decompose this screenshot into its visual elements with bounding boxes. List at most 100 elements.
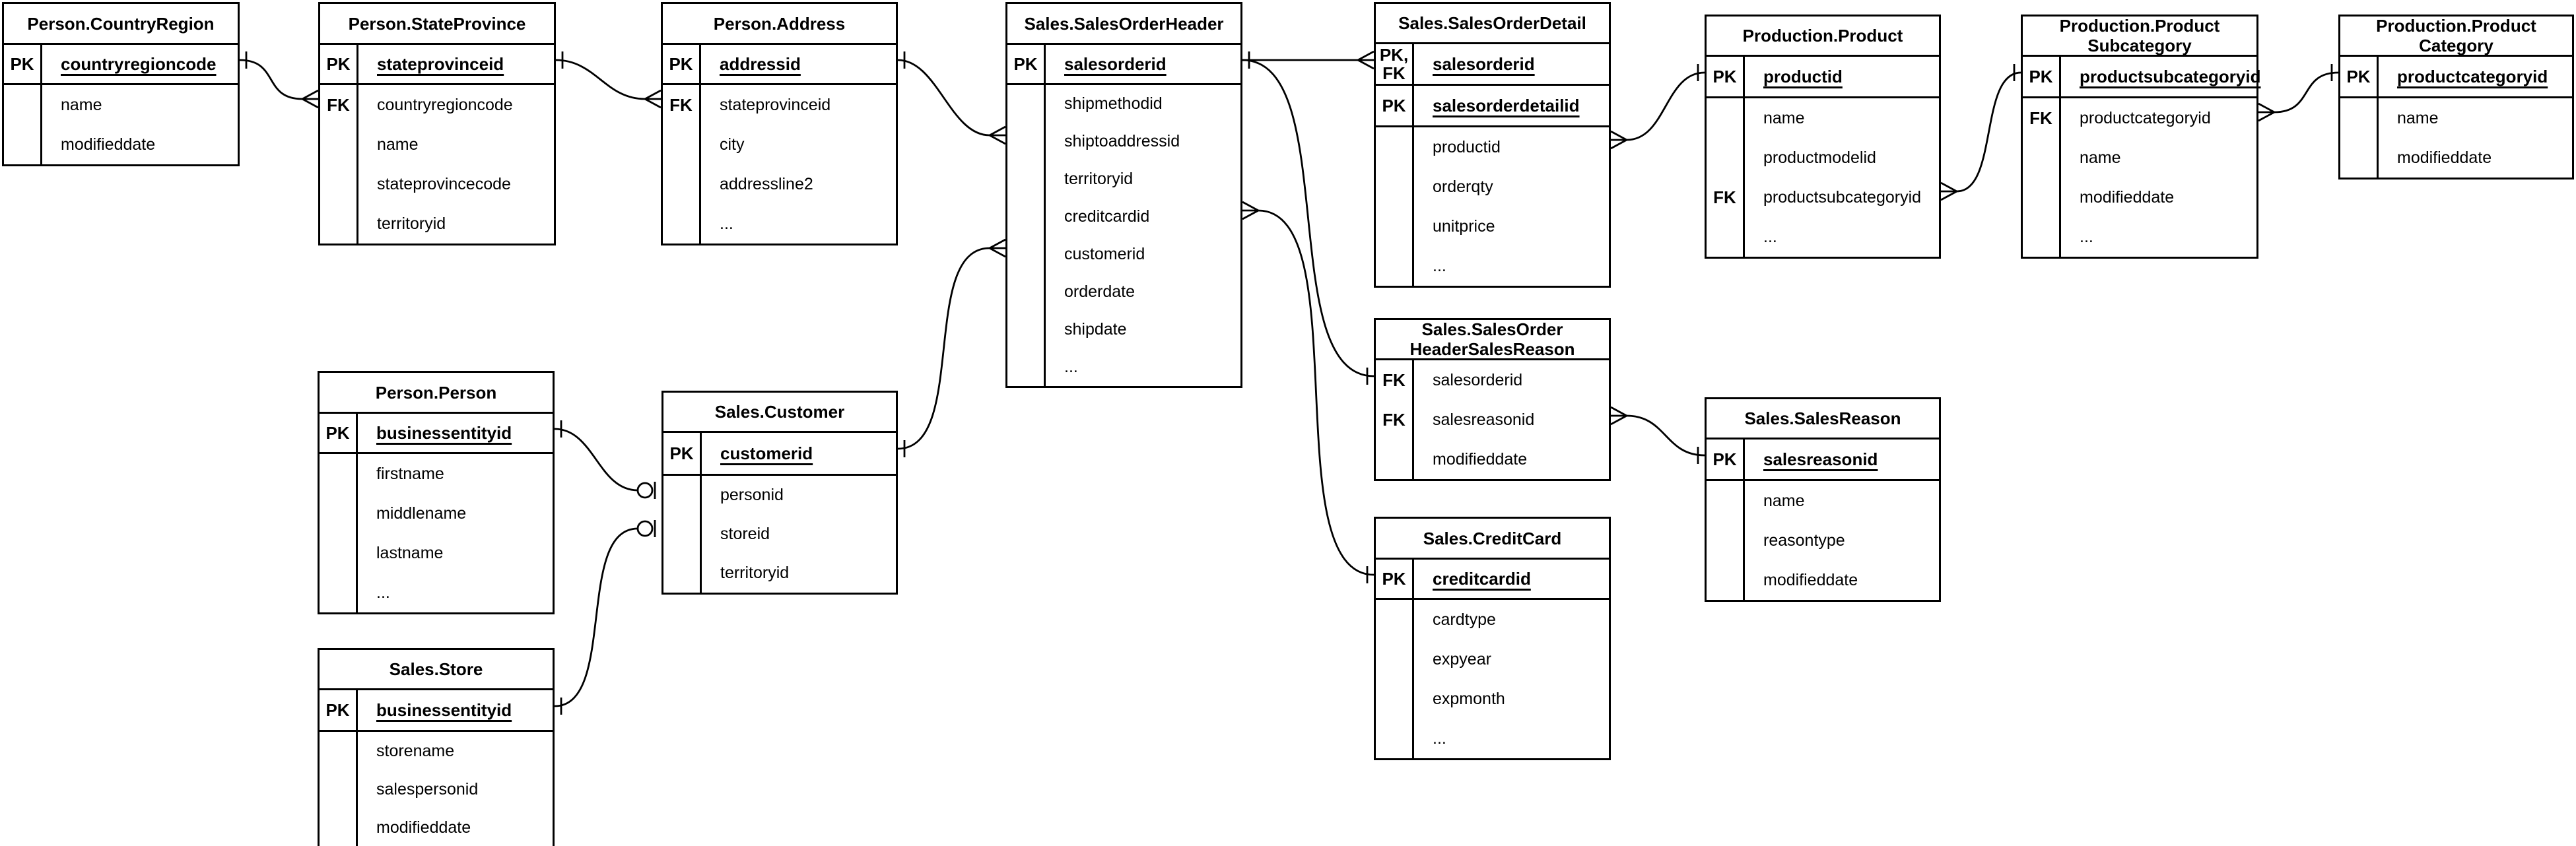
field-name-businessentityid: businessentityid [376, 700, 512, 720]
field-row: modifieddate [4, 125, 238, 164]
table-title: Sales.Customer [714, 402, 845, 422]
field-row: cardtype [1376, 600, 1609, 639]
field-name-shiptoaddressid: shiptoaddressid [1064, 132, 1180, 150]
field-name-salesorderid: salesorderid [1433, 370, 1523, 389]
key-badge [2023, 178, 2061, 217]
field-name-territoryid: territoryid [1064, 170, 1134, 188]
field-name-modifieddate: modifieddate [2080, 187, 2175, 207]
field-row: territoryid [320, 204, 554, 244]
key-badge [320, 808, 358, 846]
key-badge: PK [1376, 560, 1414, 598]
key-badge: PK [1707, 57, 1745, 96]
field-name-modifieddate: modifieddate [1763, 570, 1858, 589]
field-name-salespersonid: salespersonid [376, 779, 479, 798]
field-row: orderdate [1007, 273, 1240, 311]
key-badge [320, 164, 358, 204]
field-name-businessentityid: businessentityid [376, 422, 512, 443]
field-name-name: name [61, 95, 102, 114]
field-row: shipmethodid [1007, 85, 1240, 123]
relationship-person-person--sales-customer [554, 420, 656, 499]
relationship-sales-customer--sales-salesorderheader [897, 238, 1006, 457]
field-name-productcategoryid: productcategoryid [2397, 66, 2548, 86]
field-row: name [1707, 98, 1939, 138]
field-row: reasontype [1707, 521, 1939, 560]
relationship-sales-salesorderheader--sales-salesorderheadersalesreason [1242, 51, 1374, 385]
key-badge [1376, 600, 1414, 639]
table-title: Production.Product [1742, 26, 1903, 46]
table-title: Sales.SalesOrderHeader [1024, 13, 1224, 34]
relationship-sales-creditcard--sales-salesorderheader [1242, 201, 1374, 583]
key-badge: PK [2023, 57, 2061, 96]
field-name-productsubcategoryid: productsubcategoryid [2080, 66, 2261, 86]
field-name-expyear: expyear [1433, 649, 1491, 668]
field-name-territoryid: territoryid [377, 214, 446, 233]
field-name-productsubcategoryid: productsubcategoryid [1763, 187, 1922, 207]
table-title: Sales.CreditCard [1423, 528, 1562, 548]
key-badge [1707, 98, 1745, 138]
field-row: shipdate [1007, 311, 1240, 348]
field-row: creditcardid [1007, 198, 1240, 236]
key-badge [320, 494, 358, 533]
field-name-lastname: lastname [376, 543, 444, 562]
field-name-name: name [2080, 148, 2121, 167]
key-badge [320, 454, 358, 494]
field-name-addressid: addressid [720, 53, 801, 74]
field-row: ... [663, 204, 896, 244]
key-badge [663, 554, 702, 593]
table-title: Person.CountryRegion [27, 13, 215, 34]
field-name-name: name [2397, 108, 2439, 127]
field-name-addressline2: addressline2 [720, 174, 813, 193]
key-badge [320, 732, 358, 770]
key-badge [2023, 138, 2061, 178]
field-name-creditcardid: creditcardid [1064, 207, 1150, 226]
field-row: firstname [320, 454, 553, 494]
field-name-salesreasonid: salesreasonid [1763, 449, 1878, 469]
field-row: middlename [320, 494, 553, 533]
field-row: ... [320, 573, 553, 612]
field-row: productid [1376, 127, 1609, 167]
field-row: territoryid [663, 554, 896, 593]
field-name-customerid: customerid [720, 443, 813, 463]
key-badge [2023, 217, 2061, 257]
field-name-shipdate: shipdate [1064, 320, 1127, 339]
key-badge [1007, 123, 1046, 160]
field-row: name [320, 125, 554, 164]
key-badge [663, 515, 702, 554]
table-section: name modifieddate [4, 83, 238, 164]
field-row: name [2340, 98, 2572, 138]
relationship-production-product--sales-salesorderdetail [1610, 64, 1705, 150]
field-name-shipmethodid: shipmethodid [1064, 94, 1163, 113]
field-name-ellipsis: ... [1433, 729, 1446, 748]
field-row: unitprice [1376, 207, 1609, 246]
key-badge [4, 125, 42, 164]
field-name-modifieddate: modifieddate [61, 135, 156, 154]
